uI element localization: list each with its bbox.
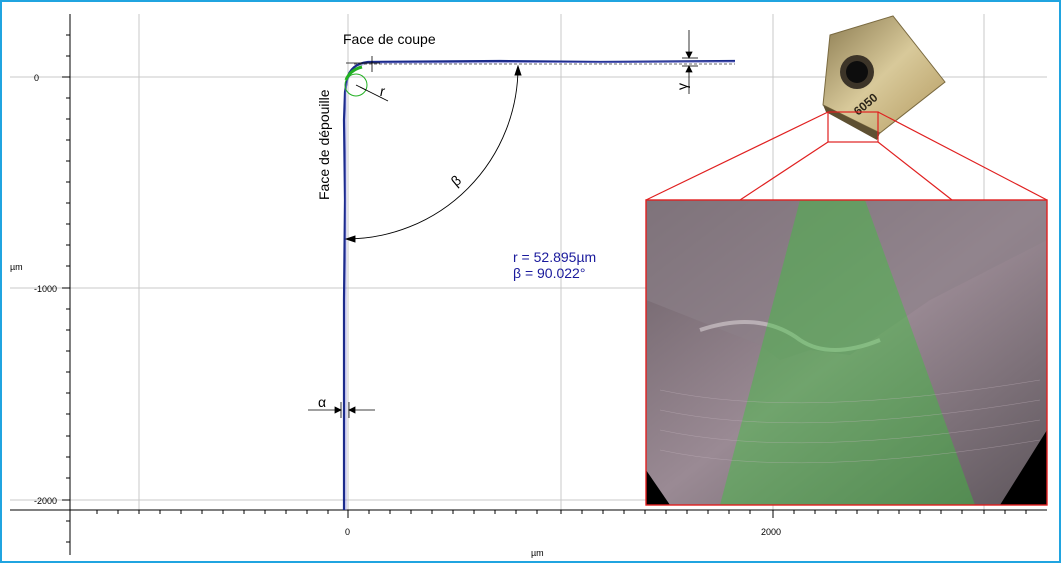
y-tick-0: 0: [34, 73, 39, 83]
microscope-frame: [645, 199, 1048, 506]
angle-measurement: β = 90.022°: [513, 265, 585, 281]
alpha-marker: [308, 402, 375, 418]
face-depouille-label: Face de dépouille: [316, 89, 332, 200]
gamma-symbol: γ: [674, 83, 690, 90]
axes: [10, 14, 1047, 555]
zoom-callout: [645, 111, 1048, 201]
x-tick-1: 2000: [761, 527, 781, 537]
radius-fit: [344, 65, 389, 102]
radius-symbol: r: [380, 83, 386, 99]
beta-symbol: β: [448, 172, 464, 189]
x-axis-label: µm: [531, 548, 544, 558]
alpha-symbol: α: [318, 394, 326, 410]
radius-measurement: r = 52.895µm: [513, 249, 596, 265]
face-coupe-label: Face de coupe: [343, 31, 436, 47]
insert-photo: 6050: [822, 15, 946, 140]
microscope-image: [646, 200, 1047, 505]
y-tick-2: -2000: [34, 496, 57, 506]
y-tick-1: -1000: [34, 284, 57, 294]
y-axis-label: µm: [10, 262, 23, 272]
gamma-marker: [682, 30, 698, 94]
rake-face-marker: [346, 56, 380, 72]
x-tick-0: 0: [345, 527, 350, 537]
beta-arc: [344, 64, 522, 243]
